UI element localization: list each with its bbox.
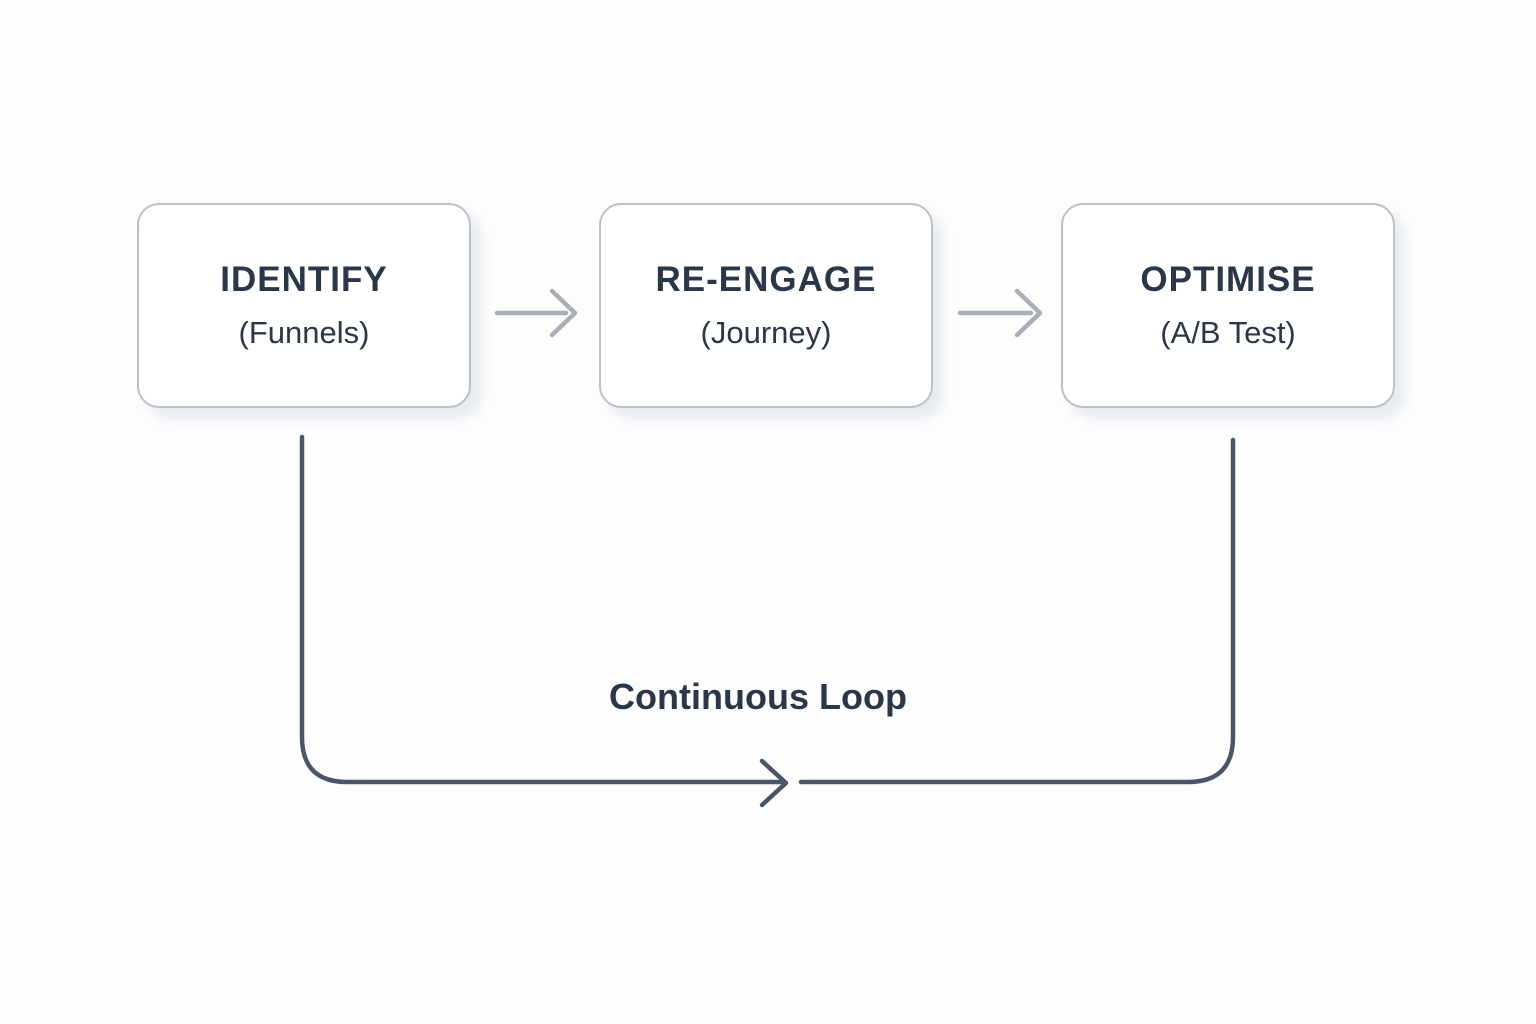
step-title: IDENTIFY: [220, 260, 388, 300]
loop-arrowhead-icon: [759, 758, 789, 808]
step-subtitle: (Journey): [700, 314, 832, 350]
arrow-identify-to-reengage-icon: [494, 288, 578, 338]
step-title: OPTIMISE: [1140, 260, 1316, 300]
step-subtitle: (A/B Test): [1160, 314, 1296, 350]
step-box-identify: IDENTIFY (Funnels): [137, 203, 471, 408]
continuous-loop-label: Continuous Loop: [609, 676, 907, 717]
continuous-loop-path: [299, 434, 1236, 808]
step-box-optimise: OPTIMISE (A/B Test): [1061, 203, 1395, 408]
step-box-reengage: RE-ENGAGE (Journey): [599, 203, 933, 408]
step-title: RE-ENGAGE: [655, 260, 877, 300]
arrow-reengage-to-optimise-icon: [957, 288, 1043, 338]
step-subtitle: (Funnels): [238, 314, 370, 350]
